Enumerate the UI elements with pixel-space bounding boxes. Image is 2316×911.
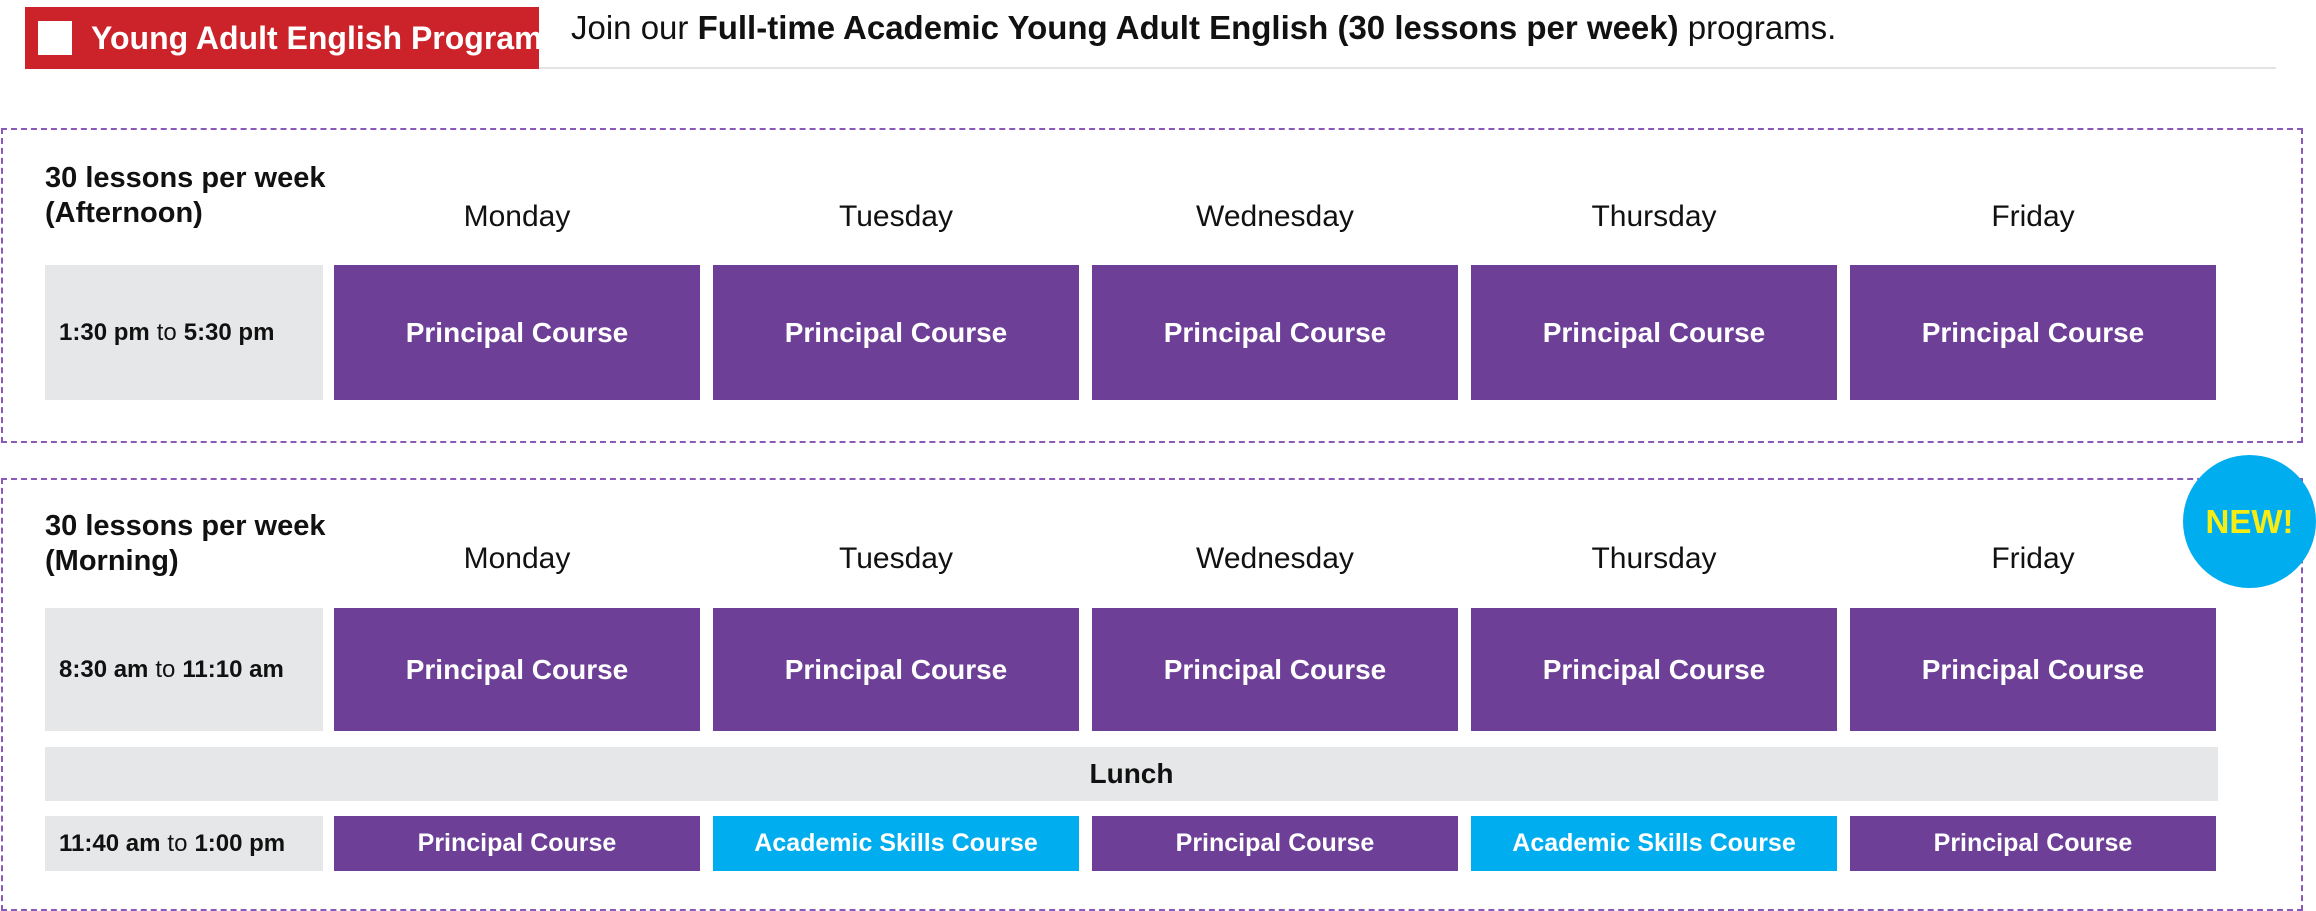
- day-header-wednesday: Wednesday: [1196, 542, 1354, 575]
- course-cell: Principal Course: [1092, 265, 1458, 400]
- course-cell: Principal Course: [1850, 816, 2216, 871]
- intro-text: Join our Full-time Academic Young Adult …: [571, 9, 1836, 47]
- square-icon: [38, 21, 72, 55]
- time-end: 5:30 pm: [183, 318, 275, 346]
- day-header-friday: Friday: [1991, 200, 2075, 233]
- morning-title-line1: 30 lessons per week: [45, 510, 326, 542]
- afternoon-title: 30 lessons per week (Afternoon): [45, 161, 326, 231]
- afternoon-title-line1: 30 lessons per week: [45, 162, 326, 194]
- new-badge: NEW!: [2183, 455, 2316, 588]
- time-end: 1:00 pm: [194, 829, 286, 857]
- course-cell: Principal Course: [334, 816, 700, 871]
- intro-prefix: Join our: [571, 9, 698, 46]
- time-connector: to: [156, 318, 177, 346]
- time-connector: to: [155, 655, 176, 683]
- header-divider: [539, 67, 2276, 69]
- lunch-break: Lunch: [45, 747, 2218, 801]
- program-badge: Young Adult English Program: [25, 7, 543, 69]
- course-cell-academic: Academic Skills Course: [1471, 816, 1837, 871]
- day-header-thursday: Thursday: [1591, 542, 1717, 575]
- time-start: 8:30 am: [59, 655, 149, 683]
- course-cell: Principal Course: [1092, 816, 1458, 871]
- afternoon-title-line2: (Afternoon): [45, 197, 203, 229]
- time-start: 11:40 am: [59, 829, 161, 857]
- day-header-tuesday: Tuesday: [839, 542, 953, 575]
- course-cell: Principal Course: [713, 265, 1079, 400]
- course-cell: Principal Course: [334, 608, 700, 731]
- day-header-friday: Friday: [1991, 542, 2075, 575]
- day-header-monday: Monday: [463, 200, 571, 233]
- course-cell: Principal Course: [1471, 608, 1837, 731]
- afternoon-schedule: 30 lessons per week (Afternoon) Monday T…: [1, 128, 2303, 443]
- course-cell: Principal Course: [334, 265, 700, 400]
- course-cell: Principal Course: [1850, 608, 2216, 731]
- day-header-thursday: Thursday: [1591, 200, 1717, 233]
- morning-title: 30 lessons per week (Morning): [45, 509, 326, 579]
- day-header-wednesday: Wednesday: [1196, 200, 1354, 233]
- morning-title-line2: (Morning): [45, 545, 179, 577]
- time-end: 11:10 am: [182, 655, 284, 683]
- course-cell: Principal Course: [1092, 608, 1458, 731]
- day-header-tuesday: Tuesday: [839, 200, 953, 233]
- course-cell: Principal Course: [1471, 265, 1837, 400]
- intro-program-name: Full-time Academic Young Adult English (…: [697, 9, 1679, 46]
- course-cell: Principal Course: [1850, 265, 2216, 400]
- time-start: 1:30 pm: [59, 318, 150, 346]
- time-connector: to: [167, 829, 188, 857]
- course-cell-academic: Academic Skills Course: [713, 816, 1079, 871]
- intro-suffix: programs.: [1678, 9, 1837, 46]
- morning-schedule: 30 lessons per week (Morning) Monday Tue…: [1, 478, 2303, 911]
- program-label: Young Adult English Program: [91, 19, 543, 56]
- course-cell: Principal Course: [713, 608, 1079, 731]
- day-header-monday: Monday: [463, 542, 571, 575]
